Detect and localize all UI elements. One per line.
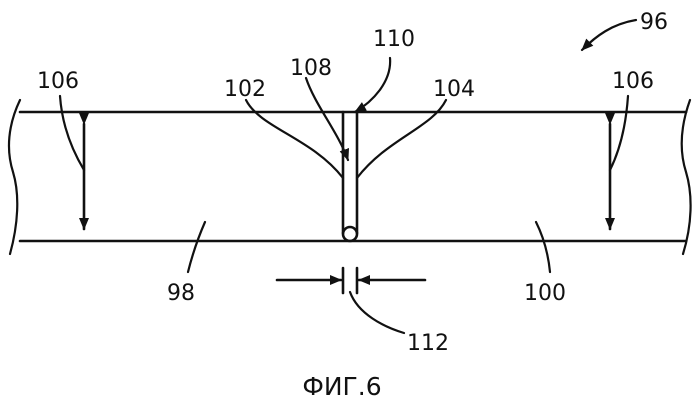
right-break-line [682, 100, 691, 254]
label-first-part: 98 [167, 281, 195, 306]
label-gap: 108 [290, 56, 332, 81]
label-second-part: 100 [524, 281, 566, 306]
joint-gap [343, 112, 357, 241]
reference-labels: 96 110 108 106 102 104 106 98 100 112 [37, 10, 668, 356]
label-assembly: 96 [640, 10, 668, 35]
label-gap-width: 112 [407, 331, 449, 356]
label-joint: 110 [373, 27, 415, 52]
left-break-line [9, 100, 20, 254]
label-first-face: 102 [224, 77, 266, 102]
weld-root [343, 227, 357, 241]
gap-width-dimension [277, 268, 425, 293]
label-second-face: 104 [433, 77, 475, 102]
plate-body [9, 100, 691, 254]
label-thickness-right: 106 [612, 69, 654, 94]
label-thickness-left: 106 [37, 69, 79, 94]
figure-caption: ФИГ.6 [302, 372, 381, 401]
